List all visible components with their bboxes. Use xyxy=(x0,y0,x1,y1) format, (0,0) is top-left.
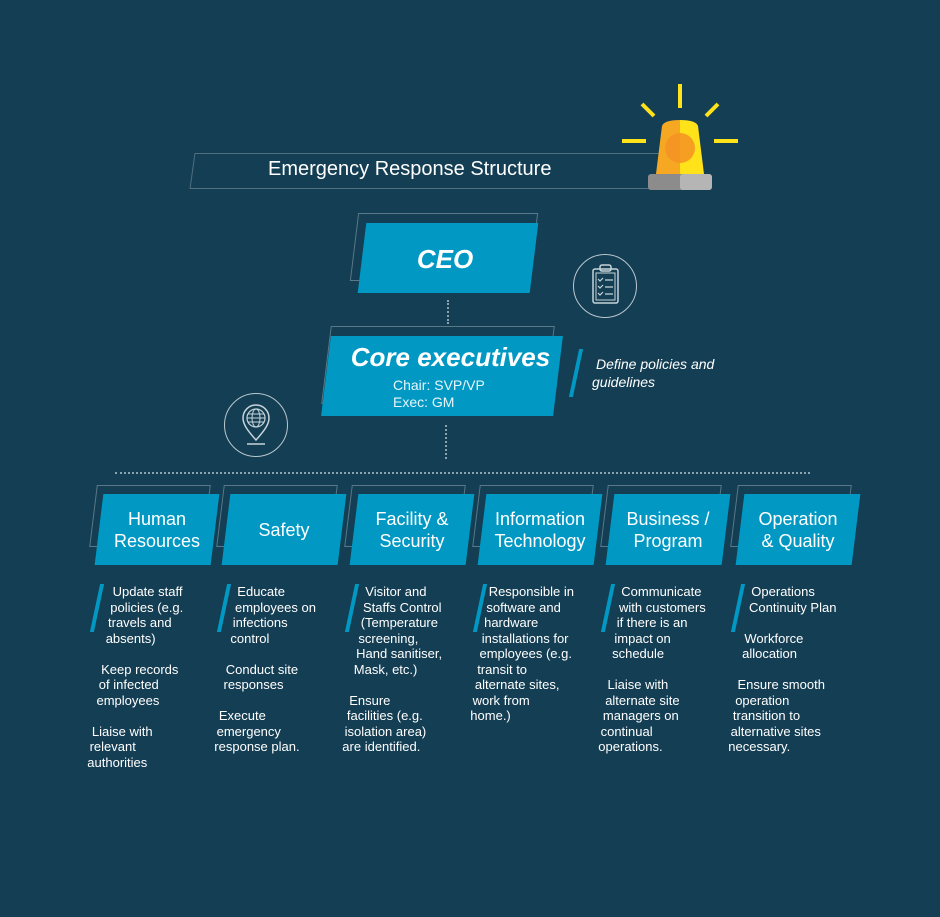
department-accent-bar xyxy=(730,584,746,632)
siren-icon xyxy=(622,84,738,190)
department-task-line: necessary. xyxy=(728,739,791,754)
policy-accent-bar xyxy=(568,349,584,397)
page-title: Emergency Response Structure xyxy=(268,158,552,180)
department-task-line: are identified. xyxy=(342,739,421,754)
department-task-line: schedule xyxy=(612,646,665,661)
department-task-line: Ensure smooth xyxy=(737,677,825,692)
department-task-line: if there is an xyxy=(616,615,688,630)
department-title-line: Human xyxy=(127,509,187,529)
department-task-line: managers on xyxy=(602,708,679,723)
department-title-line: Technology xyxy=(494,531,586,551)
department-task-line: employees on xyxy=(235,599,316,615)
policy-note-line: guidelines xyxy=(592,374,656,390)
department-task-line: of infected xyxy=(98,677,159,692)
department-task-line: transition to xyxy=(732,708,801,723)
department-accent-bar xyxy=(600,584,616,632)
department-task-line: impact on xyxy=(614,630,671,646)
department-accent-bar xyxy=(344,584,360,632)
department-task-line: hardware xyxy=(484,615,539,630)
department-task-line: Responsible in xyxy=(488,584,574,599)
department-task-line: Liaise with xyxy=(607,677,669,692)
department-task-line: control xyxy=(230,630,270,646)
department-task-line: policies (e.g. xyxy=(110,599,184,615)
department-task-line: responses xyxy=(223,677,284,692)
department-task-line: alternative sites xyxy=(730,723,821,739)
department-task-line: response plan. xyxy=(214,739,300,754)
department-connector-line xyxy=(115,472,810,474)
department-task-line: absents) xyxy=(105,630,156,646)
department-task-line: continual xyxy=(600,723,653,739)
department-task-line: Conduct site xyxy=(225,661,299,677)
department-task-line: employees xyxy=(96,692,160,708)
ceo-label: CEO xyxy=(416,244,474,274)
department-task-line: Visitor and xyxy=(365,584,427,599)
clipboard-checklist-icon xyxy=(592,264,619,304)
department-accent-bar xyxy=(216,584,232,632)
department-title-line: Resources xyxy=(113,531,201,551)
department-task-line: Mask, etc.) xyxy=(353,661,418,677)
department-task-line: isolation area) xyxy=(344,723,427,739)
department-title-line: Program xyxy=(633,531,703,551)
department-task-line: facilities (e.g. xyxy=(346,708,423,723)
department-task-line: Staffs Control xyxy=(363,599,442,615)
connector-ceo-core xyxy=(447,300,449,324)
department-task-line: Hand sanitiser, xyxy=(356,646,443,661)
department-title-line: Safety xyxy=(258,520,310,540)
department-task-line: screening, xyxy=(358,630,419,646)
department-title-line: Operation xyxy=(758,509,838,529)
policy-note-line: Define policies and xyxy=(596,356,715,372)
department-title: Safety xyxy=(224,519,344,541)
department-task-line: home.) xyxy=(470,708,511,723)
department-accent-bar xyxy=(89,584,105,632)
department-task-line: with customers xyxy=(619,599,706,615)
department-task-line: employees (e.g. xyxy=(479,646,573,661)
department-title-line: Security xyxy=(379,531,445,551)
department-title-line: Business / xyxy=(626,509,710,529)
department-task-line: (Temperature xyxy=(360,615,438,630)
department-title: Facility &Security xyxy=(352,508,472,552)
department-title-line: & Quality xyxy=(761,531,835,551)
department-title: Operation& Quality xyxy=(738,508,858,552)
department-task-line: installations for xyxy=(481,630,569,646)
department-task-line: Workforce xyxy=(744,630,804,646)
department-task-line: authorities xyxy=(87,754,148,770)
department-task-line: work from xyxy=(472,692,530,708)
globe-location-pin-icon xyxy=(242,404,270,445)
department-task-line: Update staff xyxy=(112,584,183,599)
department-task-line: emergency xyxy=(216,723,281,739)
department-task-line: Keep records xyxy=(101,661,179,677)
clipboard-icon-circle xyxy=(573,254,637,318)
department-task-line: Liaise with xyxy=(91,723,153,739)
department-title-line: Information xyxy=(494,509,586,529)
core-executives-label: Core executives xyxy=(350,342,551,372)
connector-core-departments xyxy=(445,425,447,459)
department-task-line: Educate xyxy=(237,584,285,599)
department-task-line: Operations xyxy=(751,584,815,599)
department-task-line: alternate site xyxy=(605,692,680,708)
core-chair: Chair: SVP/VP xyxy=(393,377,485,393)
department-task-line: operations. xyxy=(598,739,663,754)
department-task-line: operation xyxy=(735,692,790,708)
department-task-line: software and xyxy=(486,599,561,615)
department-task-line: infections xyxy=(232,615,288,630)
department-task-line: relevant xyxy=(89,739,136,754)
globe-icon-circle xyxy=(224,393,288,457)
department-task-line: transit to xyxy=(477,661,528,677)
department-task-line: allocation xyxy=(742,646,798,661)
department-title: Business /Program xyxy=(608,508,728,552)
core-exec: Exec: GM xyxy=(393,394,455,410)
department-title-line: Facility & xyxy=(375,509,449,529)
department-task-line: Continuity Plan xyxy=(749,599,837,615)
policy-note: Define policies and guidelines xyxy=(592,355,714,391)
department-task-line: Communicate xyxy=(621,584,702,599)
department-task-line: Execute xyxy=(218,708,266,723)
department-task-line: Ensure xyxy=(349,692,391,708)
department-task-line: alternate sites, xyxy=(474,677,560,692)
department-task-line: travels and xyxy=(108,615,172,630)
